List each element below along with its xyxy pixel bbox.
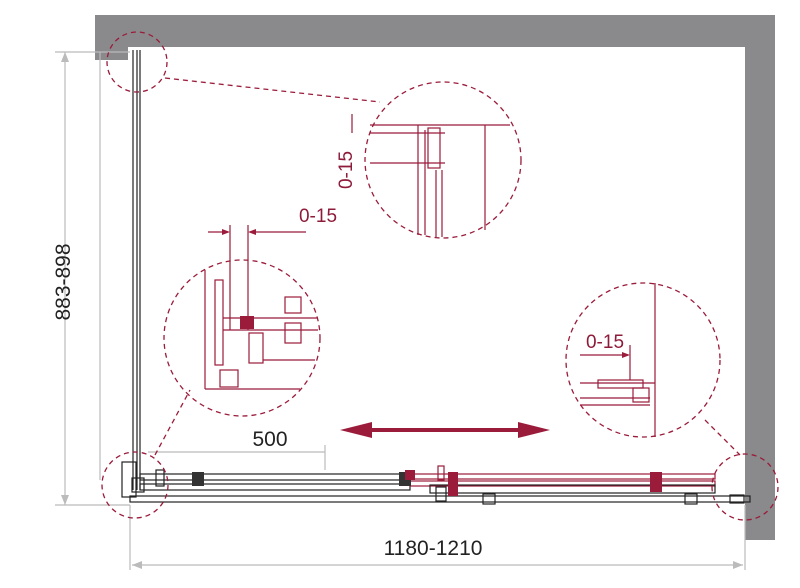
width-label: 1180-1210 — [384, 537, 483, 560]
left-adjust-label: 0-15 — [299, 206, 337, 227]
width-dimension: 1180-1210 — [129, 505, 746, 570]
right-adjust-label: 0-15 — [586, 332, 624, 353]
detail-right: 0-15 — [565, 282, 721, 438]
sliding-doors — [121, 461, 751, 505]
height-label: 883-898 — [52, 243, 75, 320]
detail-marker-top — [106, 31, 168, 93]
detail-marker-bottom-right — [711, 453, 779, 521]
detail-marker-bottom-left — [101, 451, 169, 519]
opening-label: 500 — [252, 428, 287, 451]
detail-top: 0-15 — [336, 81, 522, 239]
height-dimension: 883-898 — [52, 51, 130, 506]
detail-left: 0-15 — [163, 206, 337, 417]
top-adjust-label: 0-15 — [336, 151, 357, 189]
slide-direction-arrow — [340, 422, 550, 438]
opening-dimension: 500 — [148, 428, 326, 470]
wall — [95, 15, 775, 540]
side-panel — [132, 50, 141, 490]
